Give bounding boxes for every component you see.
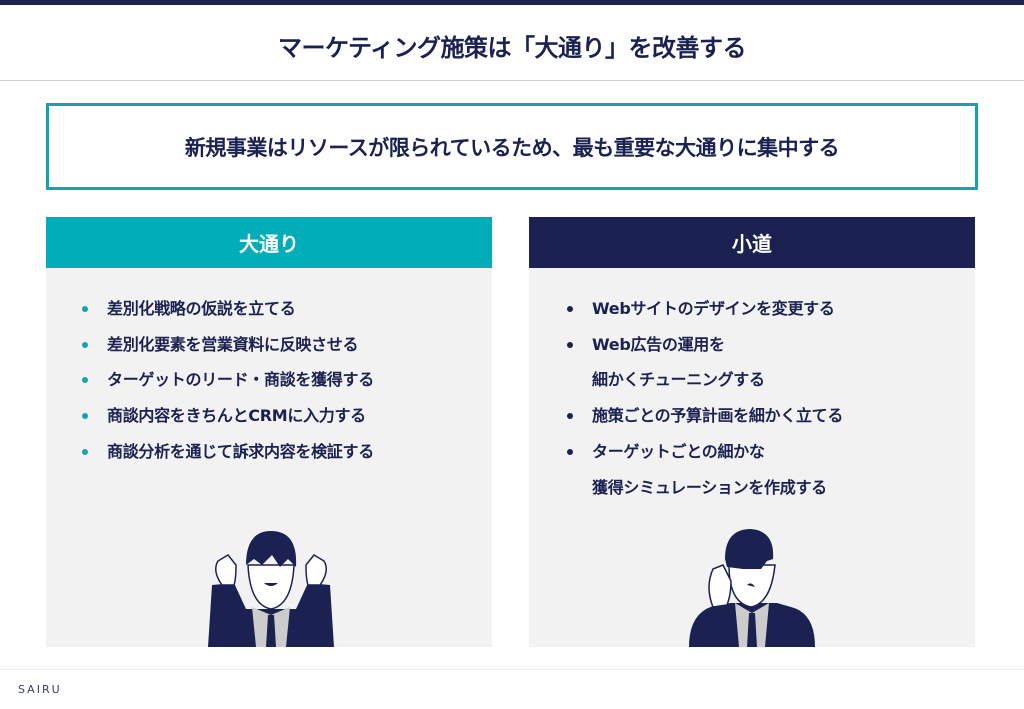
- list-item-continuation: 細かくチューニングする: [567, 362, 843, 398]
- item-text: ターゲットごとの細かな: [592, 441, 765, 461]
- list-item: Webサイトのデザインを変更する: [567, 291, 843, 327]
- item-text: 獲得シミュレーションを作成する: [592, 477, 827, 497]
- item-text: 細かくチューニングする: [592, 370, 765, 390]
- list-item: 差別化要素を営業資料に反映させる: [82, 327, 374, 363]
- sairu-logo: SAIRU: [18, 683, 62, 696]
- item-text: Webサイトのデザインを変更する: [592, 299, 835, 318]
- slide-title: マーケティング施策は「大通り」を改善する: [277, 34, 747, 62]
- main-street-heading: 大通り: [46, 217, 492, 268]
- main-street-panel: 大通り 差別化戦略の仮説を立てる 差別化要素を営業資料に反映させる ターゲットの…: [46, 217, 492, 647]
- key-message-box: 新規事業はリソースが限られているため、最も重要な大通りに集中する: [46, 103, 978, 190]
- item-text: 商談内容をきちんとCRMに入力する: [107, 406, 366, 426]
- bullet-icon: [82, 306, 88, 312]
- side-street-list: Webサイトのデザインを変更する Web広告の運用を 細かくチューニングする 施…: [567, 291, 843, 505]
- item-text: ターゲットのリード・商談を獲得する: [107, 370, 374, 390]
- side-street-heading: 小道: [529, 217, 975, 268]
- bullet-icon: [82, 377, 88, 384]
- list-item: Web広告の運用を: [567, 327, 843, 363]
- list-item-continuation: 獲得シミュレーションを作成する: [567, 470, 843, 506]
- bullet-icon: [567, 448, 573, 455]
- list-item: 差別化戦略の仮説を立てる: [82, 291, 374, 327]
- list-item: 施策ごとの予算計画を細かく立てる: [567, 398, 843, 434]
- footer-divider: [0, 669, 1024, 670]
- main-street-list: 差別化戦略の仮説を立てる 差別化要素を営業資料に反映させる ターゲットのリード・…: [82, 291, 374, 470]
- key-message: 新規事業はリソースが限られているため、最も重要な大通りに集中する: [184, 135, 840, 160]
- side-street-panel: 小道 Webサイトのデザインを変更する Web広告の運用を 細かくチューニングす…: [529, 217, 975, 647]
- bullet-icon: [82, 448, 88, 455]
- item-text: 商談分析を通じて訴求内容を検証する: [107, 441, 374, 461]
- list-item: ターゲットごとの細かな: [567, 434, 843, 470]
- bullet-icon: [567, 306, 573, 312]
- item-text: Web広告の運用を: [592, 334, 725, 354]
- worried-businessman-illustration: [689, 529, 815, 647]
- list-item: 商談分析を通じて訴求内容を検証する: [82, 434, 374, 470]
- bullet-icon: [82, 413, 88, 420]
- item-text: 差別化要素を営業資料に反映させる: [107, 334, 359, 354]
- happy-businessman-illustration: [208, 531, 334, 647]
- bullet-icon: [567, 341, 573, 348]
- bullet-icon: [82, 341, 88, 348]
- item-text: 施策ごとの予算計画を細かく立てる: [592, 406, 844, 426]
- bullet-icon: [567, 413, 573, 420]
- item-text: 差別化戦略の仮説を立てる: [107, 299, 296, 318]
- top-bar: [0, 0, 1024, 5]
- list-item: 商談内容をきちんとCRMに入力する: [82, 398, 374, 434]
- list-item: ターゲットのリード・商談を獲得する: [82, 362, 374, 398]
- title-divider: [0, 80, 1024, 81]
